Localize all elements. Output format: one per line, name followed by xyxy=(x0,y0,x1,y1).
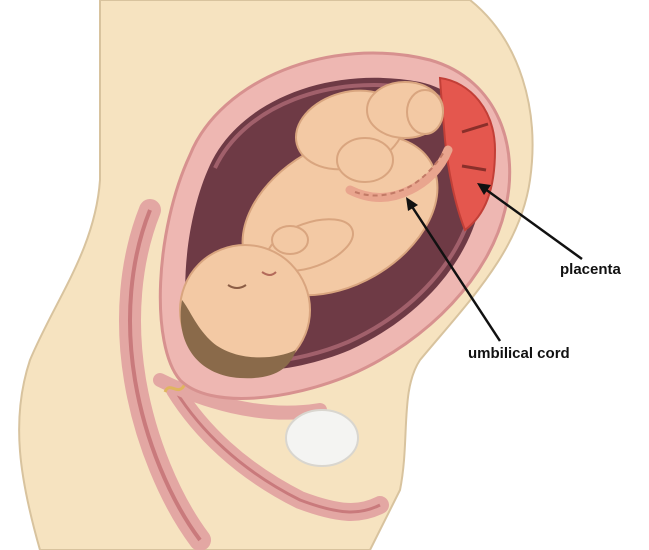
umbilical-cord-label: umbilical cord xyxy=(468,345,570,362)
fetus-foot xyxy=(407,90,443,134)
fetus-hand xyxy=(272,226,308,254)
fetus-knee xyxy=(337,138,393,182)
bladder xyxy=(286,410,358,466)
placenta-label: placenta xyxy=(560,261,621,278)
